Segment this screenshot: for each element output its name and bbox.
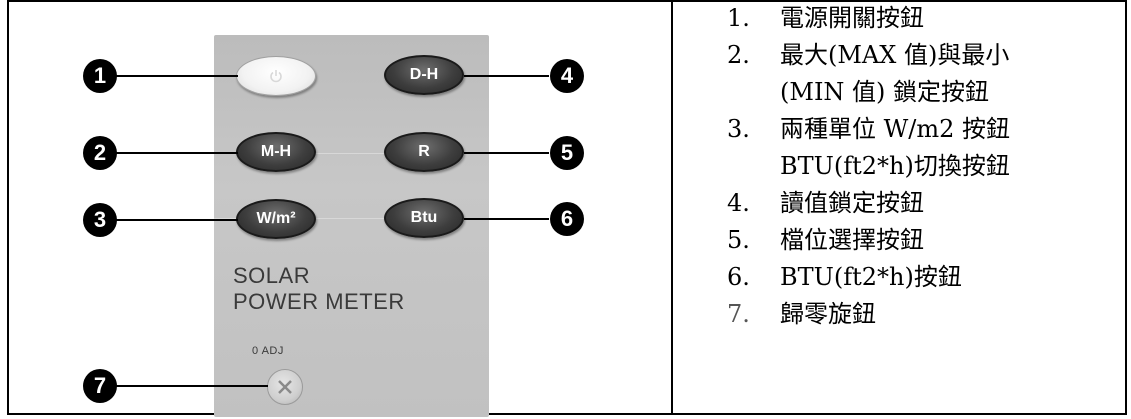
callout-number-2: 2 <box>83 136 117 170</box>
list-item-text: BTU(ft2*h)切換按鈕 <box>780 152 1010 180</box>
list-item-number: 5. <box>727 226 750 254</box>
screw-cross-icon <box>278 380 292 394</box>
list-item: 2. 最大(MAX 值)與最小 (MIN 值) 鎖定按鈕 <box>727 37 1122 111</box>
list-item-text: 歸零旋鈕 <box>780 300 876 328</box>
callout-line-5 <box>464 152 549 154</box>
list-item-number: 3. <box>727 115 750 143</box>
callout-line-1 <box>113 75 238 77</box>
table-divider <box>671 2 673 413</box>
callout-number-5: 5 <box>550 136 584 170</box>
panel-label-power-meter: POWER METER <box>233 289 405 314</box>
r-button[interactable]: R <box>384 132 464 172</box>
list-item-number: 6. <box>727 263 750 291</box>
callout-number-7: 7 <box>83 369 117 403</box>
list-item: 7. 歸零旋鈕 <box>727 296 1122 333</box>
panel-separator <box>214 153 489 154</box>
list-item-number: 4. <box>727 189 750 217</box>
panel-label-solar: SOLAR <box>233 263 311 288</box>
list-item-number: 7. <box>727 300 750 328</box>
callout-number-1: 1 <box>83 59 117 93</box>
list-item-text: 檔位選擇按鈕 <box>780 226 924 254</box>
document-table: M-H W/m² D-H R Btu SOLAR POWER METER 0 A… <box>7 0 1127 417</box>
list-item: 4. 讀值鎖定按鈕 <box>727 185 1122 222</box>
callout-number-3: 3 <box>83 203 117 237</box>
list-item-text: 讀值鎖定按鈕 <box>780 189 924 217</box>
m-h-button[interactable]: M-H <box>236 132 316 172</box>
zero-adj-label: 0 ADJ <box>252 345 284 357</box>
callout-line-6 <box>464 218 549 220</box>
list-item-text: 兩種單位 W/m2 按鈕 <box>780 115 1011 143</box>
zero-adjust-knob[interactable] <box>267 369 303 405</box>
power-icon <box>270 70 282 83</box>
list-item-number: 1. <box>727 4 750 32</box>
list-item-text: 電源開關按鈕 <box>780 4 924 32</box>
list-item: 1. 電源開關按鈕 <box>727 0 1122 37</box>
callout-line-2 <box>113 152 238 154</box>
list-item-text: 最大(MAX 值)與最小 <box>780 41 1010 69</box>
list-item-number: 2. <box>727 41 750 69</box>
list-item: 5. 檔位選擇按鈕 <box>727 222 1122 259</box>
w-m2-button[interactable]: W/m² <box>236 199 316 239</box>
callout-number-6: 6 <box>550 202 584 236</box>
btu-button[interactable]: Btu <box>384 198 464 238</box>
list-item: 6. BTU(ft2*h)按鈕 <box>727 259 1122 296</box>
solar-power-meter-panel: M-H W/m² D-H R Btu SOLAR POWER METER 0 A… <box>214 35 489 417</box>
panel-separator <box>214 218 489 219</box>
button-description-list: 1. 電源開關按鈕 2. 最大(MAX 值)與最小 (MIN 值) 鎖定按鈕 3… <box>727 0 1122 333</box>
list-item-text: (MIN 值) 鎖定按鈕 <box>780 78 990 106</box>
callout-line-3 <box>113 219 238 221</box>
callout-line-4 <box>464 75 549 77</box>
power-button[interactable] <box>236 56 316 96</box>
callout-number-4: 4 <box>550 59 584 93</box>
d-h-button[interactable]: D-H <box>384 55 464 95</box>
callout-line-7 <box>113 385 268 387</box>
list-item-text: BTU(ft2*h)按鈕 <box>780 263 962 291</box>
list-item: 3. 兩種單位 W/m2 按鈕 BTU(ft2*h)切換按鈕 <box>727 111 1122 185</box>
